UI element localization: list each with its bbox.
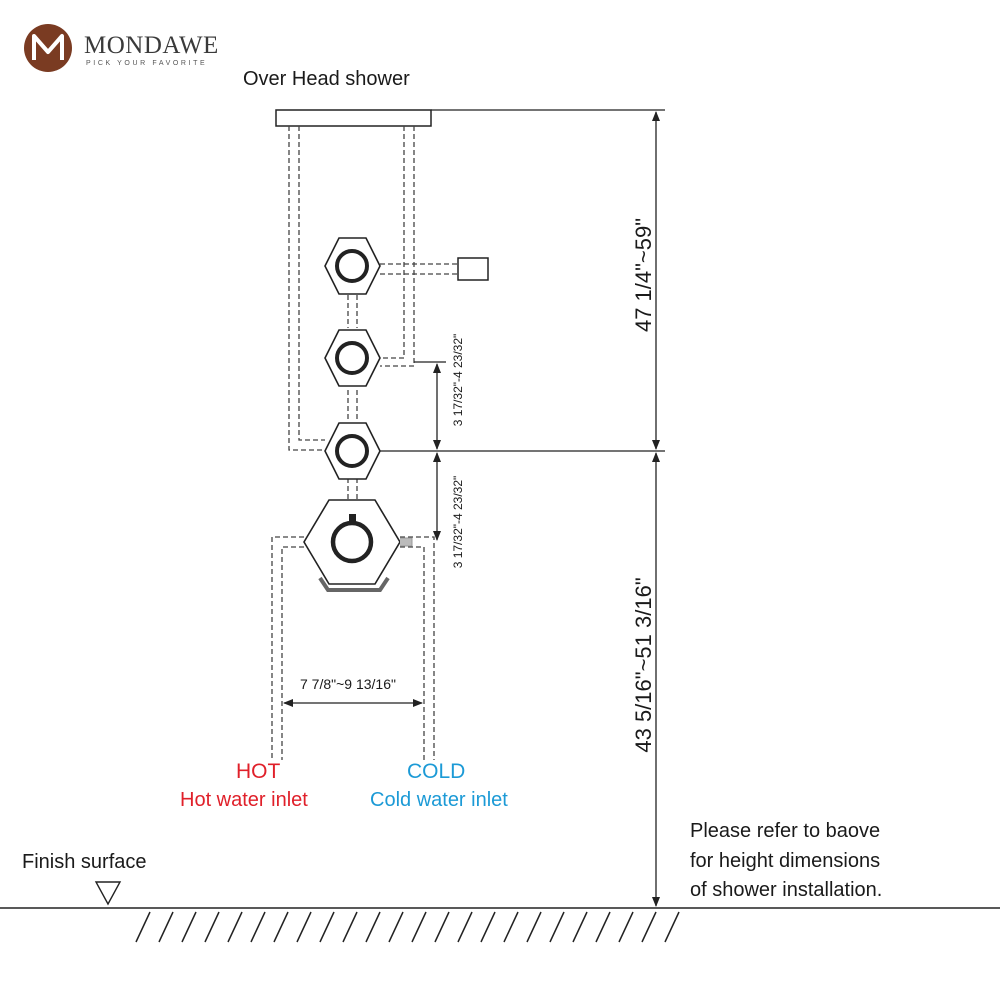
diverter-valve-1 (324, 237, 381, 295)
diverter-valve-3 (324, 422, 381, 480)
floor-hatch-mark (572, 911, 588, 943)
dim-spacing-2-text: 3 17/32"-4 23/32" (451, 476, 465, 569)
overhead-shower-label: Over Head shower (243, 68, 410, 90)
dim-total-upper-text: 47 1/4"~59" (631, 218, 656, 332)
floor-hatch-mark (319, 911, 335, 943)
floor-hatch-mark (595, 911, 611, 943)
floor-hatch-mark (388, 911, 404, 943)
hot-inlet-label: Hot water inlet (180, 789, 308, 811)
floor-hatch-mark (273, 911, 289, 943)
floor-hatch-mark (480, 911, 496, 943)
floor-hatch-mark (227, 911, 243, 943)
mondawe-logo-icon (24, 24, 72, 72)
dimension-arrows (283, 111, 660, 907)
floor-hatch-mark (434, 911, 450, 943)
finish-surface-label: Finish surface (22, 851, 147, 873)
floor-hatch-mark (204, 911, 220, 943)
brand-logo: MONDAWE PICK YOUR FAVORITE (22, 22, 242, 82)
floor-hatch-mark (526, 911, 542, 943)
floor-hatch-mark (457, 911, 473, 943)
diverter-valve-2 (324, 329, 381, 387)
floor-hatch-mark (411, 911, 427, 943)
note-line-1: Please refer to baove (690, 820, 881, 842)
floor-hatch-mark (549, 911, 565, 943)
dim-spacing-1-text: 3 17/32"-4 23/32" (451, 334, 465, 427)
handheld-holder (457, 257, 489, 281)
floor-hatch-mark (135, 911, 151, 943)
floor-hatch-mark (296, 911, 312, 943)
floor-hatch-mark (664, 911, 680, 943)
floor-hatch-mark (503, 911, 519, 943)
floor-hatch-mark (342, 911, 358, 943)
thermostatic-mixing-valve (303, 499, 413, 592)
brand-name: MONDAWE (84, 32, 219, 59)
brand-tagline: PICK YOUR FAVORITE (86, 60, 208, 67)
finish-floor (0, 881, 1000, 943)
dim-total-lower-text: 43 5/16"~51 3/16" (631, 577, 656, 752)
floor-hatch-mark (158, 911, 174, 943)
floor-hatch-mark (618, 911, 634, 943)
floor-hatch-mark (365, 911, 381, 943)
cold-inlet-label: Cold water inlet (370, 789, 508, 811)
hot-label: HOT (236, 760, 281, 783)
floor-hatch-mark (250, 911, 266, 943)
reference-lines (380, 109, 665, 452)
dim-width-text: 7 7/8"~9 13/16" (300, 676, 396, 692)
floor-hatch-mark (641, 911, 657, 943)
note-line-2: for height dimensions (690, 850, 881, 872)
cold-label: COLD (407, 760, 466, 783)
floor-hatch-mark (181, 911, 197, 943)
overhead-shower-plate (275, 109, 432, 127)
note-line-3: of shower installation. (690, 879, 883, 901)
